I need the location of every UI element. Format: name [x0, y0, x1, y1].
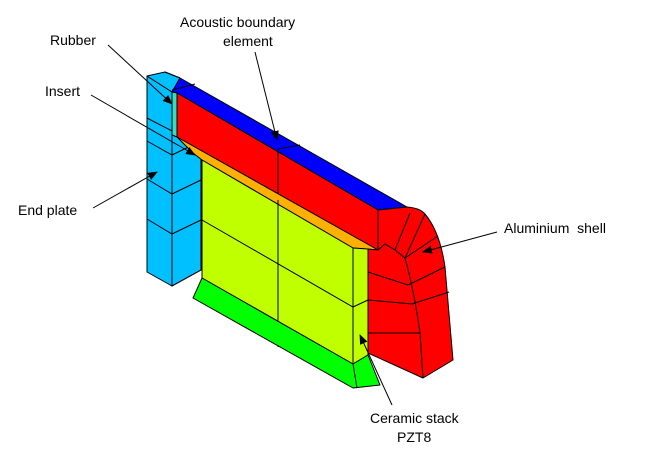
label-aluminium-shell: Aluminium shell	[504, 220, 606, 236]
label-acoustic-line2: element	[223, 33, 273, 49]
label-rubber: Rubber	[50, 32, 96, 48]
label-acoustic-line1: Acoustic boundary	[180, 14, 295, 30]
aluminium-shell	[367, 206, 454, 379]
base	[192, 277, 381, 389]
label-end-plate: End plate	[18, 202, 77, 218]
label-ceramic-line1: Ceramic stack	[370, 410, 460, 426]
rubber	[171, 91, 178, 138]
label-insert: Insert	[45, 83, 80, 99]
leader-arrows	[90, 44, 498, 406]
label-ceramic-line2: PZT8	[397, 429, 431, 445]
